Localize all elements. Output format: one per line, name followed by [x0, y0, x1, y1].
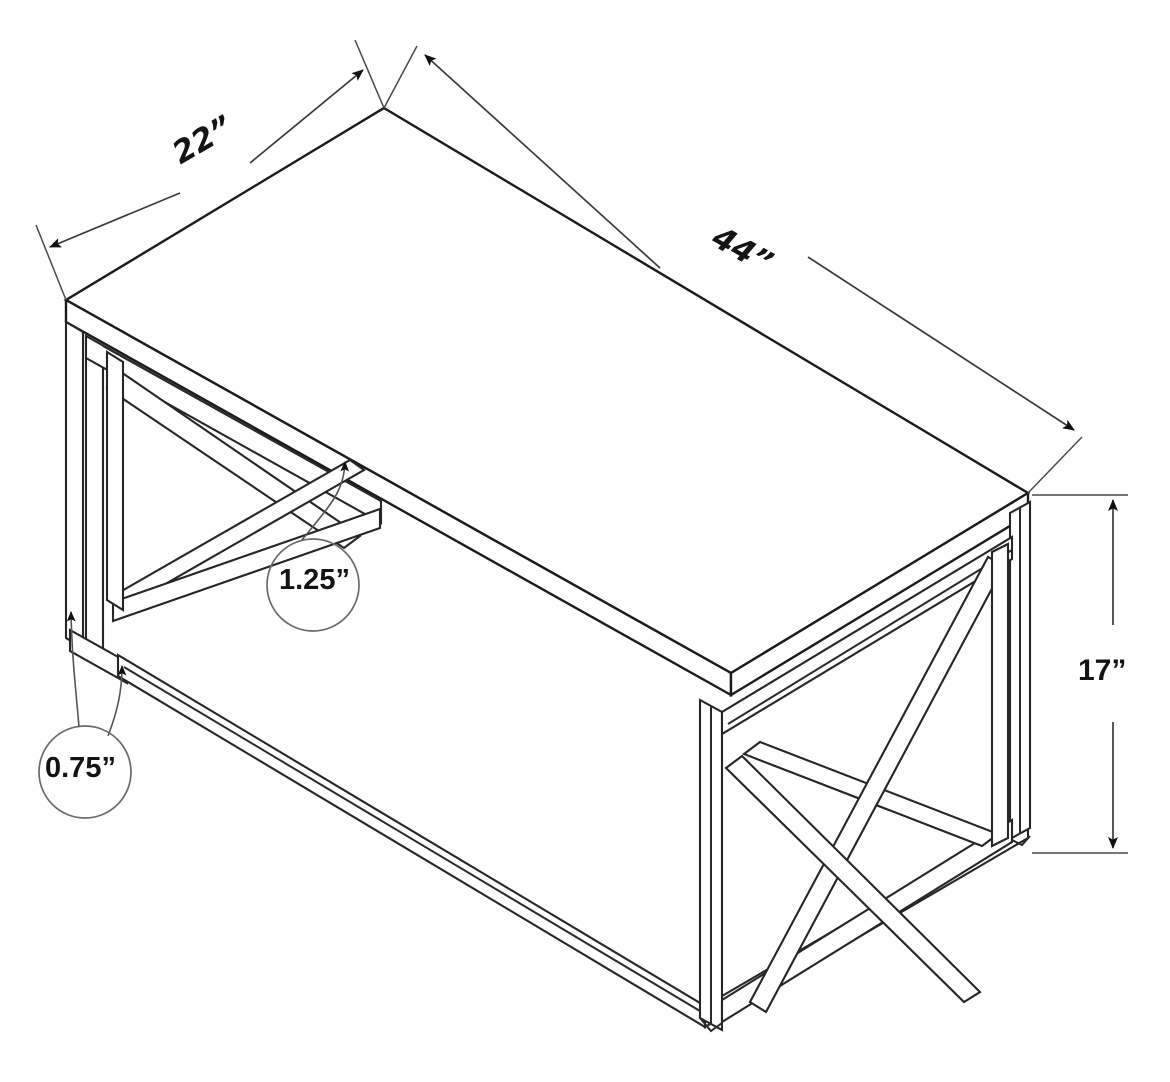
left-panel-lower-rail — [111, 507, 382, 623]
leader-line-0-75-leg — [66, 611, 80, 728]
right-panel-bottom-rail — [720, 818, 1014, 1024]
callout-circle-0-75 — [38, 725, 132, 819]
height-dimension-label: 17” — [1078, 654, 1127, 687]
callout-label-tube-thickness: 0.75” — [45, 752, 116, 784]
right-panel-top-rail-inner — [727, 549, 1013, 725]
dim-line-22-right — [249, 69, 364, 164]
dim-line-44-left — [424, 54, 661, 269]
ext-line-44-left — [383, 45, 418, 109]
leader-line-1-25 — [301, 461, 350, 541]
leg-front-corner-foot — [699, 1017, 723, 1033]
right-panel-inner-post — [990, 542, 1010, 848]
width-dimension-44 — [383, 45, 1083, 494]
bottom-rail-front-left — [116, 653, 707, 1029]
left-x-brace-panel — [64, 320, 383, 664]
right-x-brace-panel — [720, 500, 1032, 1024]
callout-label-frame-thickness: 1.25” — [279, 564, 350, 596]
table-top — [63, 106, 1031, 698]
bottom-rail-left-short — [68, 628, 129, 685]
ext-line-44-right — [1027, 436, 1083, 494]
callout-1-25 — [266, 461, 360, 632]
ext-line-22-left — [35, 224, 67, 301]
leg-back-left-inner — [84, 334, 105, 664]
height-dimension-17 — [1032, 494, 1128, 854]
callout-0-75 — [38, 611, 132, 819]
bottom-perimeter-rails — [68, 628, 1030, 1029]
callout-circle-1-25 — [266, 538, 360, 632]
ext-line-22-right — [354, 39, 385, 109]
depth-dimension-22 — [35, 39, 385, 301]
right-brace-diagonal-3 — [724, 754, 982, 1004]
bottom-rail-front-left-inner — [123, 666, 706, 1015]
right-panel-top-rail — [720, 535, 1014, 736]
leader-line-0-75-rail — [107, 665, 127, 737]
leg-front-corner-group — [698, 698, 724, 1033]
leg-back-right-foot — [1009, 835, 1031, 847]
dim-line-22-left — [49, 192, 181, 248]
left-panel-inner-post — [105, 350, 125, 612]
dim-line-44-right — [807, 256, 1075, 431]
leg-back-left — [64, 320, 85, 650]
